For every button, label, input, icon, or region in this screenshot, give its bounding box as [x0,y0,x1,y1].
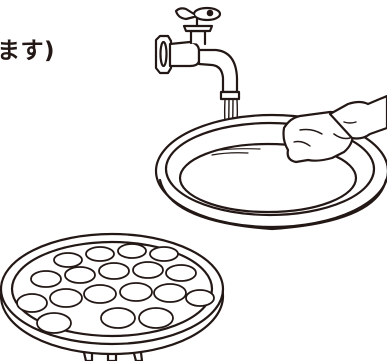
takoyaki-cup [37,313,71,333]
takoyaki-cup [118,244,146,258]
faucet-icon [156,8,239,99]
takoyaki-cup [150,247,178,261]
takoyaki-cup [65,267,95,283]
takoyaki-cup [31,271,61,287]
takoyaki-cup [120,283,152,301]
takoyaki-cup [139,308,173,328]
takoyaki-cup [86,247,114,261]
takoyaki-cup [99,263,129,279]
takoyaki-cup [101,308,135,328]
takoyaki-cup [84,285,116,303]
takoyaki-cup [54,253,82,267]
takoyaki-cup [186,290,214,306]
takoyaki-cup [17,294,47,312]
takoyaki-cup [133,262,163,278]
takoyaki-cup [154,284,186,302]
takoyaki-cup [166,265,196,281]
takoyaki-cup [50,289,82,307]
